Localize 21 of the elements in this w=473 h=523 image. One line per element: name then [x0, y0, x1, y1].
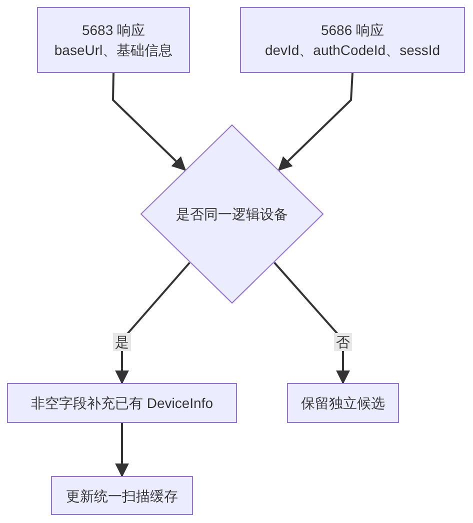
process-box	[287, 383, 399, 423]
arrow	[112, 72, 186, 171]
arrow	[115, 423, 129, 478]
node-text: 更新统一扫描缓存	[66, 486, 178, 506]
edge-label: 否	[334, 333, 352, 351]
node-text: 是否同一逻辑设备	[176, 205, 288, 224]
node-text: 5686 响应	[320, 21, 384, 40]
process-box	[240, 7, 465, 73]
process-box	[37, 7, 190, 73]
process-box	[51, 476, 193, 515]
process-box	[7, 383, 237, 423]
edge-label: 是	[113, 333, 131, 351]
node-text: 5683 响应	[82, 21, 146, 40]
arrow	[115, 262, 190, 384]
decision-diamond	[140, 124, 324, 304]
node-text: baseUrl、基础信息	[54, 41, 173, 60]
node-text: 保留独立候选	[301, 394, 385, 413]
arrow	[278, 72, 354, 171]
node-text: 非空字段补充已有 DeviceInfo	[30, 394, 214, 413]
node-text: devId、authCodeId、sessId	[264, 41, 440, 60]
arrow	[274, 262, 350, 384]
